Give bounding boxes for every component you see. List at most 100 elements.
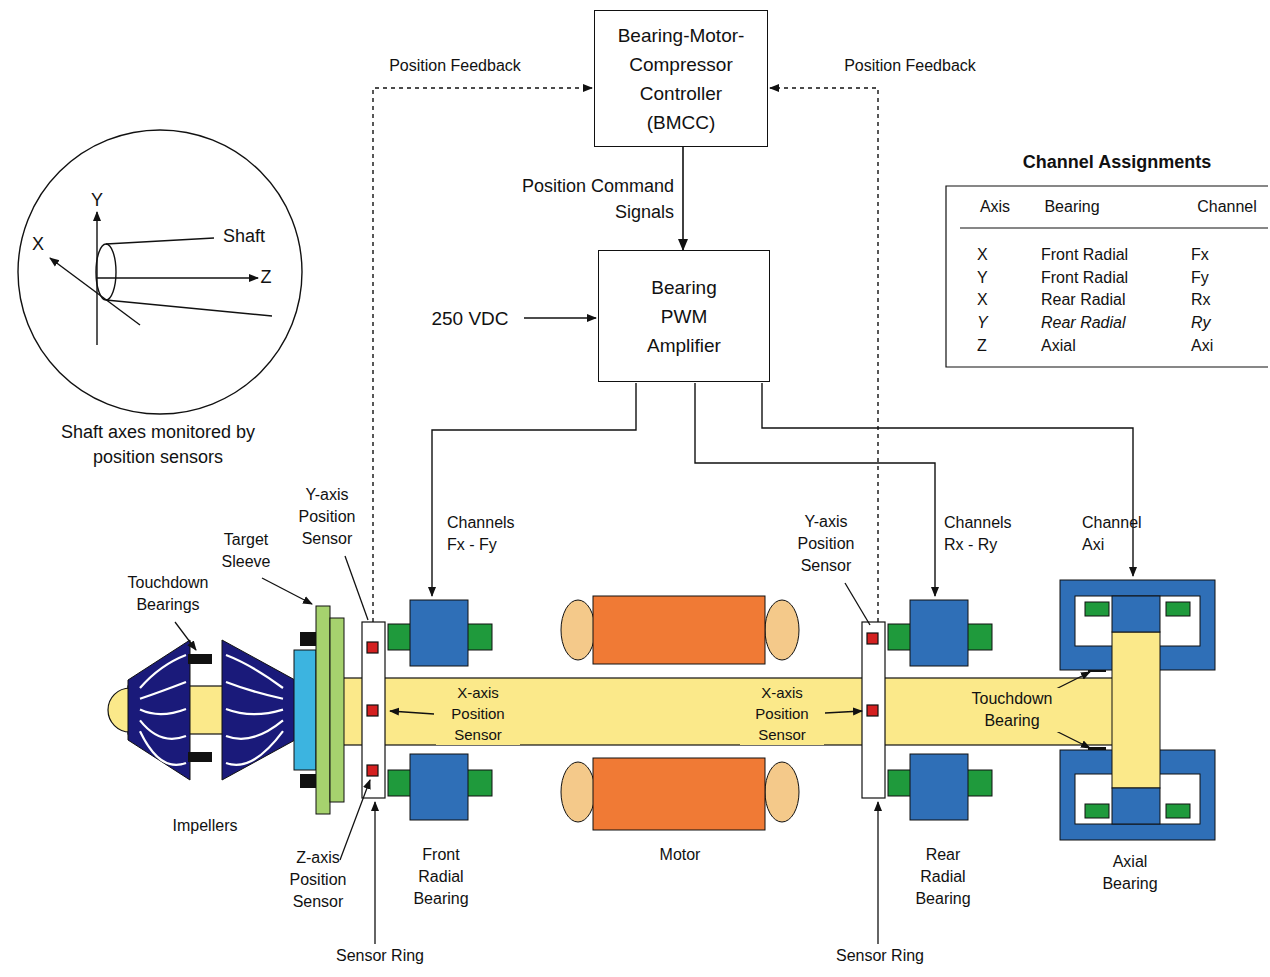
drawing-part xyxy=(140,720,186,738)
drawing-part xyxy=(294,650,316,770)
part-label: Rear Radial Bearing xyxy=(907,844,979,910)
part-label: Channels Fx - Fy xyxy=(447,512,527,556)
drawing-part xyxy=(340,780,370,860)
drawing-part xyxy=(140,731,186,765)
table-cell: Axial xyxy=(1041,335,1076,357)
part-label: Motor xyxy=(660,844,701,866)
part-label: Sensor Ring xyxy=(836,945,924,967)
drawing-part xyxy=(367,705,378,716)
drawing-part xyxy=(188,654,212,664)
drawing-part xyxy=(561,762,595,822)
drawing-part xyxy=(300,774,316,788)
drawing-part xyxy=(524,317,596,318)
drawing-part xyxy=(910,600,968,666)
table-cell: Rx xyxy=(1191,289,1211,311)
drawing-part xyxy=(300,632,316,646)
drawing-part xyxy=(226,682,283,699)
drawing-part xyxy=(410,754,468,820)
table-cell: Y xyxy=(977,312,988,334)
drawing-part xyxy=(845,583,870,625)
part-label: Sensor Ring xyxy=(336,945,424,967)
drawing-part xyxy=(316,606,330,814)
feedback-lines xyxy=(373,88,878,622)
edge-label: Position Command Signals xyxy=(474,173,674,225)
drawing-part xyxy=(18,130,302,414)
table-cell: Rear Radial xyxy=(1041,312,1125,334)
table-cell: Fy xyxy=(1191,267,1209,289)
part-label: Touchdown Bearing xyxy=(960,688,1064,732)
box-text: Bearing-Motor-Compressor Controller (BMC… xyxy=(606,21,756,137)
drawing-part xyxy=(770,88,878,622)
drawing-part xyxy=(335,678,1115,745)
drawing-part xyxy=(432,383,636,596)
drawing-part xyxy=(862,622,885,798)
impeller-blades xyxy=(140,655,283,765)
drawing-part xyxy=(367,642,378,653)
drawing-part xyxy=(140,655,186,688)
drawing-part xyxy=(390,711,434,714)
drawing-part xyxy=(222,640,295,780)
drawing-part xyxy=(140,682,186,699)
table-cell: Bearing xyxy=(1044,196,1099,218)
drawing-part xyxy=(1085,602,1190,818)
part-label: Impellers xyxy=(173,815,238,837)
drawing-part xyxy=(466,624,492,650)
table-cell: Fx xyxy=(1191,244,1209,266)
table-cell: Axi xyxy=(1191,335,1213,357)
drawing-part xyxy=(910,754,968,820)
table-cell: Axis xyxy=(980,196,1010,218)
leader-lines xyxy=(175,556,1090,944)
drawing-part xyxy=(593,758,765,830)
drawing-part xyxy=(96,244,116,300)
drawing-part xyxy=(410,600,468,666)
table-cell: X xyxy=(977,244,988,266)
part-label: Shaft xyxy=(223,224,265,249)
part-label: Y xyxy=(91,188,103,213)
table-cell: Y xyxy=(977,267,988,289)
table-cell: Front Radial xyxy=(1041,267,1128,289)
table-cell: Z xyxy=(977,335,987,357)
table-cell: Channel xyxy=(1197,196,1257,218)
drawing-part xyxy=(330,618,344,802)
connector-arrow xyxy=(682,147,684,250)
drawing-part xyxy=(1166,804,1190,818)
drawing-part xyxy=(888,770,912,796)
part-label: 250 VDC xyxy=(431,305,508,332)
drawing-part xyxy=(966,770,992,796)
drawing-part xyxy=(966,624,992,650)
process-box: Bearing-Motor-Compressor Controller (BMC… xyxy=(594,10,768,147)
box-text: Bearing PWM Amplifier xyxy=(629,273,739,360)
channel-table xyxy=(946,186,1268,367)
impellers xyxy=(128,640,295,780)
drawing-part xyxy=(1166,602,1190,616)
part-label: Z-axis Position Sensor xyxy=(278,847,358,913)
drawing-part xyxy=(108,688,130,732)
drawing-part xyxy=(561,600,595,660)
drawing-part xyxy=(1085,602,1109,616)
drawing-part xyxy=(373,88,592,622)
part-label: Axial Bearing xyxy=(1094,851,1166,895)
drawing-part xyxy=(188,752,212,762)
drawing-part xyxy=(825,711,862,713)
drawing-part xyxy=(593,596,765,664)
drawing-part xyxy=(226,731,283,765)
target-sleeve xyxy=(294,606,344,814)
drawing-part xyxy=(1112,596,1160,632)
drawing-part xyxy=(374,802,375,944)
drawing-part xyxy=(50,258,140,325)
part-label: Front Radial Bearing xyxy=(405,844,477,910)
part-label: X-axis Position Sensor xyxy=(436,682,520,745)
drawing-part xyxy=(128,640,190,780)
drawing-part xyxy=(226,709,283,714)
drawing-part xyxy=(345,556,368,620)
drawing-part xyxy=(106,238,214,244)
table-cell: X xyxy=(977,289,988,311)
drawing-part xyxy=(762,383,1133,576)
drawing-part xyxy=(106,300,272,316)
part-label: Target Sleeve xyxy=(211,529,281,573)
part-label: Touchdown Bearings xyxy=(113,572,223,616)
drawing-part xyxy=(140,709,186,714)
table-cell: Channel Assignments xyxy=(1023,150,1211,175)
process-box: Bearing PWM Amplifier xyxy=(598,250,770,382)
